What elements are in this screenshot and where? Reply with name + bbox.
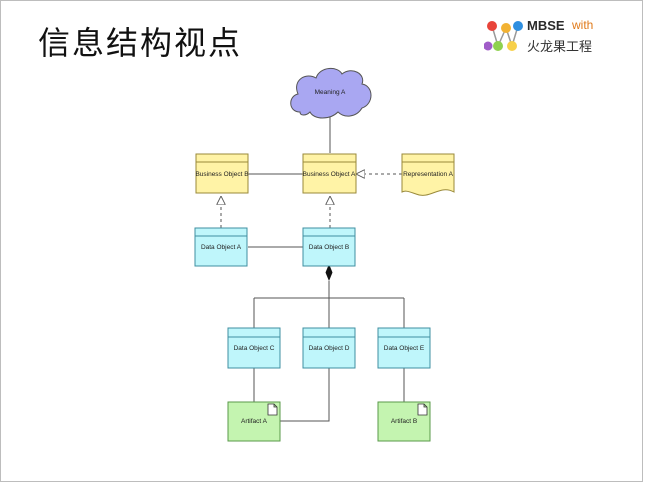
business-object-a-node[interactable]: Business Object A bbox=[302, 153, 357, 194]
logo-mark-icon bbox=[484, 21, 523, 51]
meaning-a-node[interactable]: Meaning A bbox=[290, 68, 372, 119]
logo-company-text: 火龙果工程 bbox=[527, 40, 593, 55]
data-object-d-label: Data Object D bbox=[309, 345, 350, 352]
artifact-b-node[interactable]: Artifact B bbox=[377, 401, 431, 442]
representation-a-label: Representation A bbox=[403, 171, 454, 178]
artifact-a-label: Artifact A bbox=[241, 418, 268, 425]
data-object-c-label: Data Object C bbox=[234, 345, 275, 352]
data-object-b-node[interactable]: Data Object B bbox=[302, 227, 356, 267]
logo-brand-text: MBSE bbox=[527, 18, 565, 33]
artifact-a-node[interactable]: Artifact A bbox=[227, 401, 281, 442]
business-object-b-node[interactable]: Business Object B bbox=[195, 153, 249, 194]
data-d-to-artifact-a-line bbox=[280, 368, 330, 422]
cloud-shape bbox=[290, 68, 372, 119]
data-object-d-node[interactable]: Data Object D bbox=[302, 327, 356, 369]
brand-logo: MBSE with 火龙果工程 bbox=[484, 16, 624, 56]
meaning-a-label: Meaning A bbox=[315, 89, 346, 96]
data-object-a-label: Data Object A bbox=[201, 244, 242, 251]
data-object-e-label: Data Object E bbox=[384, 345, 425, 352]
representation-a-node[interactable]: Representation A bbox=[401, 153, 455, 196]
business-object-a-label: Business Object A bbox=[303, 171, 356, 178]
composition-diamond-icon bbox=[325, 264, 333, 281]
data-object-e-node[interactable]: Data Object E bbox=[377, 327, 431, 369]
page-title: 信息结构视点 bbox=[38, 24, 243, 62]
business-object-b-label: Business Object B bbox=[195, 171, 248, 178]
data-object-c-node[interactable]: Data Object C bbox=[227, 327, 281, 369]
logo-with-text: with bbox=[572, 18, 594, 32]
connectors bbox=[221, 116, 405, 422]
artifact-document-icon bbox=[267, 403, 278, 416]
artifact-b-label: Artifact B bbox=[391, 418, 417, 425]
data-object-a-node[interactable]: Data Object A bbox=[194, 227, 248, 267]
artifact-document-icon bbox=[417, 403, 428, 416]
data-object-b-label: Data Object B bbox=[309, 244, 349, 251]
